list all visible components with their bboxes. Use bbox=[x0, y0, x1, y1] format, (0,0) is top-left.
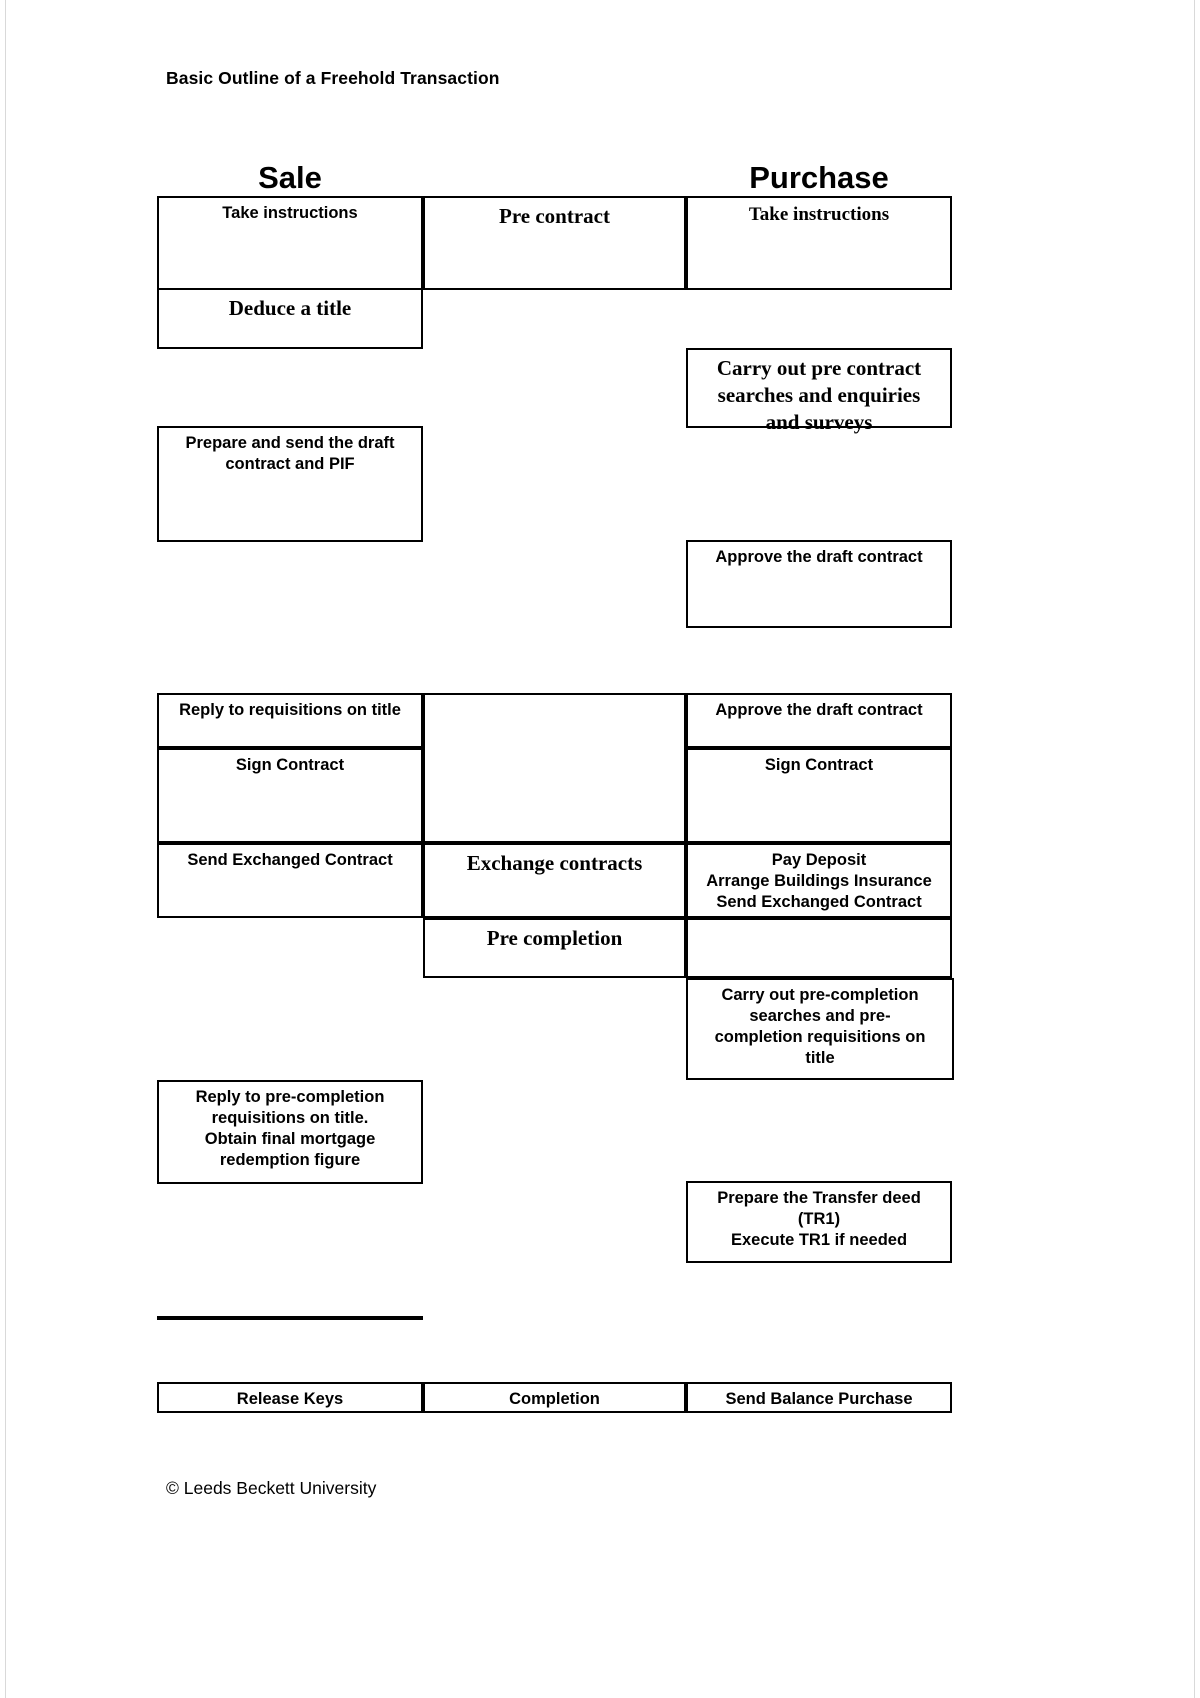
divider-rule bbox=[157, 1316, 423, 1320]
box-text: Take instructions bbox=[222, 204, 358, 222]
box-text: Exchange contracts bbox=[466, 851, 643, 875]
box-text: Take instructions bbox=[748, 204, 890, 225]
box-text: Deduce a title bbox=[228, 296, 352, 320]
box-purchase-transfer-deed: Prepare the Transfer deed (TR1) Execute … bbox=[686, 1181, 952, 1263]
page-border-right bbox=[1194, 0, 1200, 1698]
box-text: Reply to pre-completion requisitions on … bbox=[195, 1088, 385, 1170]
box-text: Carry out pre contract searches and enqu… bbox=[716, 356, 922, 434]
column-heading-purchase: Purchase bbox=[749, 160, 889, 195]
box-text: Completion bbox=[509, 1390, 600, 1408]
box-stage-exchange-contracts: Exchange contracts bbox=[423, 843, 686, 918]
box-purchase-exchange-actions: Pay Deposit Arrange Buildings Insurance … bbox=[686, 843, 952, 918]
box-stage-pre-completion: Pre completion bbox=[423, 918, 686, 978]
box-text: Pre completion bbox=[486, 926, 623, 950]
box-sale-reply-requisitions: Reply to requisitions on title bbox=[157, 693, 423, 748]
box-middle-spacer-upper bbox=[423, 693, 686, 843]
box-sale-deduce-title: Deduce a title bbox=[157, 288, 423, 349]
box-sale-reply-pre-completion: Reply to pre-completion requisitions on … bbox=[157, 1080, 423, 1184]
box-sale-send-exchanged-contract: Send Exchanged Contract bbox=[157, 843, 423, 918]
box-text: Approve the draft contract bbox=[715, 548, 923, 566]
page-footer: © Leeds Beckett University bbox=[166, 1478, 377, 1498]
box-text bbox=[688, 925, 950, 976]
box-sale-take-instructions: Take instructions bbox=[157, 196, 423, 290]
box-stage-pre-contract: Pre contract bbox=[423, 196, 686, 290]
box-text: Prepare and send the draft contract and … bbox=[185, 434, 395, 474]
box-text: Release Keys bbox=[236, 1390, 344, 1408]
box-purchase-approve-draft-contract-1: Approve the draft contract bbox=[686, 540, 952, 628]
box-text: Pre contract bbox=[499, 204, 610, 228]
box-purchase-pre-completion-searches: Carry out pre-completion searches and pr… bbox=[686, 978, 954, 1080]
box-purchase-send-balance: Send Balance Purchase bbox=[686, 1382, 952, 1413]
box-purchase-take-instructions: Take instructions bbox=[686, 196, 952, 290]
box-text: Send Exchanged Contract bbox=[187, 851, 393, 869]
page-border-left bbox=[0, 0, 6, 1698]
box-sale-sign-contract: Sign Contract bbox=[157, 748, 423, 843]
box-purchase-pre-contract-searches: Carry out pre contract searches and enqu… bbox=[686, 348, 952, 434]
box-text: Prepare the Transfer deed (TR1) Execute … bbox=[717, 1189, 921, 1250]
box-purchase-approve-draft-contract-2: Approve the draft contract bbox=[686, 693, 952, 748]
box-text: Sign Contract bbox=[235, 756, 345, 774]
box-text: Approve the draft contract bbox=[715, 701, 923, 719]
box-text: Sign Contract bbox=[764, 756, 874, 774]
box-text bbox=[425, 700, 684, 841]
box-text: Carry out pre-completion searches and pr… bbox=[714, 986, 926, 1068]
column-heading-sale: Sale bbox=[258, 160, 322, 195]
box-text: Reply to requisitions on title bbox=[179, 701, 401, 719]
box-sale-release-keys: Release Keys bbox=[157, 1382, 423, 1413]
box-sale-prepare-draft-contract: Prepare and send the draft contract and … bbox=[157, 426, 423, 542]
box-stage-completion: Completion bbox=[423, 1382, 686, 1413]
box-text: Pay Deposit Arrange Buildings Insurance … bbox=[706, 851, 932, 912]
box-text: Send Balance Purchase bbox=[725, 1390, 913, 1408]
box-purchase-sign-contract: Sign Contract bbox=[686, 748, 952, 843]
box-purchase-pre-completion-spacer bbox=[686, 918, 952, 978]
page-title: Basic Outline of a Freehold Transaction bbox=[166, 68, 500, 88]
